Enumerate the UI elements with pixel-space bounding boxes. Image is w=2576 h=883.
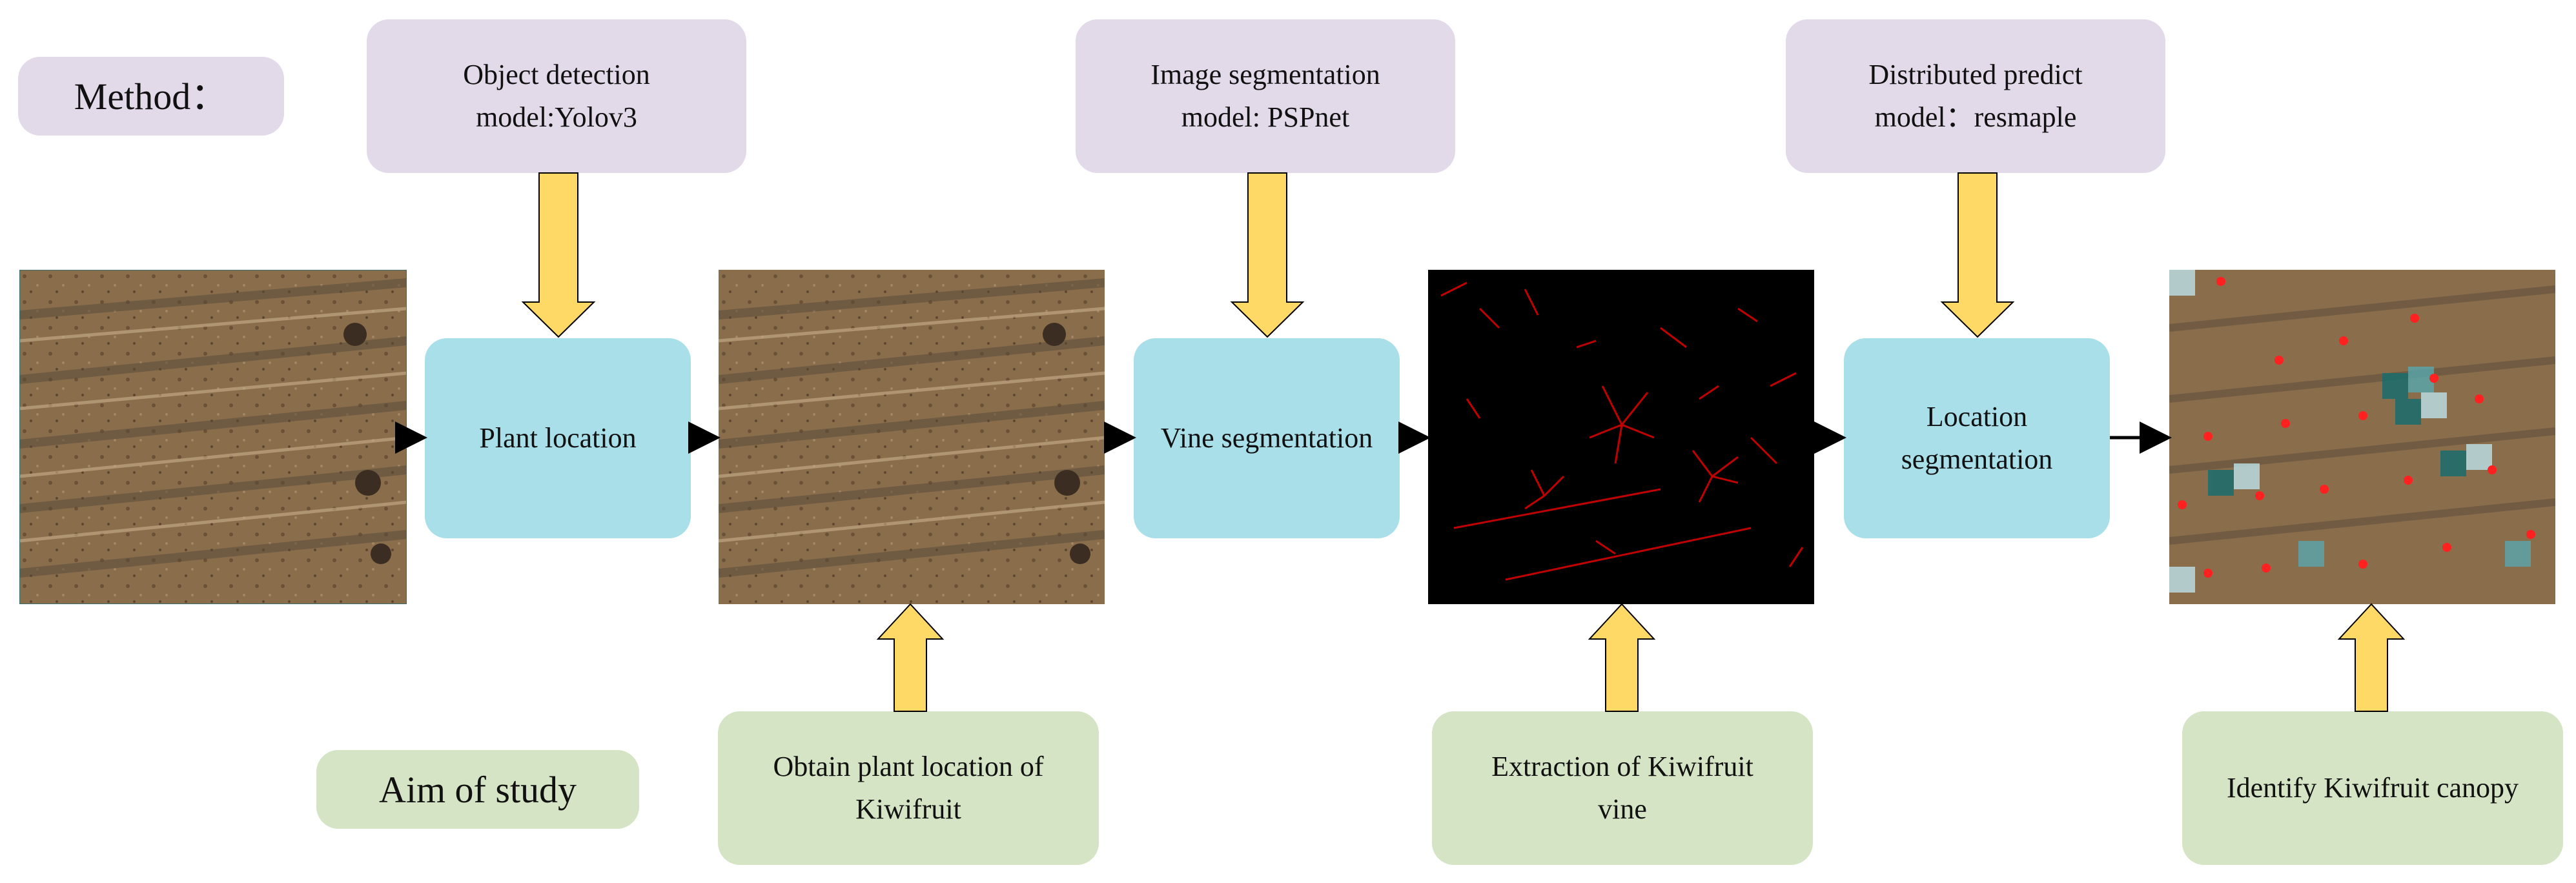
aim-to-located-image-arrow xyxy=(876,603,945,712)
method-label-text: Method： xyxy=(74,75,229,117)
aim-to-vine-image-arrow xyxy=(1588,603,1656,712)
vine-segmentation-text: Vine segmentation xyxy=(1160,422,1373,454)
predict-model-text: Distributed predict model：resmaple xyxy=(1868,59,2083,133)
aim-vine-extraction-text: Extraction of Kiwifruit vine xyxy=(1491,751,1753,825)
plant-location-text: Plant location xyxy=(479,422,637,454)
vine-segmentation-image xyxy=(1428,270,1814,604)
aim-canopy-text: Identify Kiwifruit canopy xyxy=(2226,772,2519,804)
aim-plant-location-text: Obtain plant location of Kiwifruit xyxy=(773,751,1044,825)
aim-label-text: Aim of study xyxy=(378,768,577,811)
predict-model-box: Distributed predict model：resmaple xyxy=(1786,19,2165,173)
aim-vine-extraction-box: Extraction of Kiwifruit vine xyxy=(1432,711,1813,865)
field-image-original xyxy=(19,270,407,604)
location-segmentation-text: Location segmentation xyxy=(1901,401,2053,475)
segmentation-to-vine-arrow xyxy=(1230,172,1305,338)
aim-plant-location-box: Obtain plant location of Kiwifruit xyxy=(718,711,1099,865)
segmentation-model-text: Image segmentation model: PSPnet xyxy=(1150,59,1380,133)
segmentation-model-box: Image segmentation model: PSPnet xyxy=(1076,19,1455,173)
plant-location-box: Plant location xyxy=(425,338,691,538)
aim-canopy-box: Identify Kiwifruit canopy xyxy=(2182,711,2563,865)
detection-model-box: Object detection model:Yolov3 xyxy=(367,19,746,173)
canopy-prediction-image xyxy=(2169,270,2555,604)
predict-to-location-arrow xyxy=(1940,172,2015,338)
detection-model-text: Object detection model:Yolov3 xyxy=(463,59,650,133)
method-label: Method： xyxy=(18,57,284,136)
field-image-located xyxy=(719,270,1105,604)
aim-label: Aim of study xyxy=(316,750,639,829)
detection-to-plant-arrow xyxy=(521,172,596,338)
vine-segmentation-box: Vine segmentation xyxy=(1134,338,1400,538)
aim-to-canopy-image-arrow xyxy=(2337,603,2406,712)
location-segmentation-box: Location segmentation xyxy=(1844,338,2110,538)
